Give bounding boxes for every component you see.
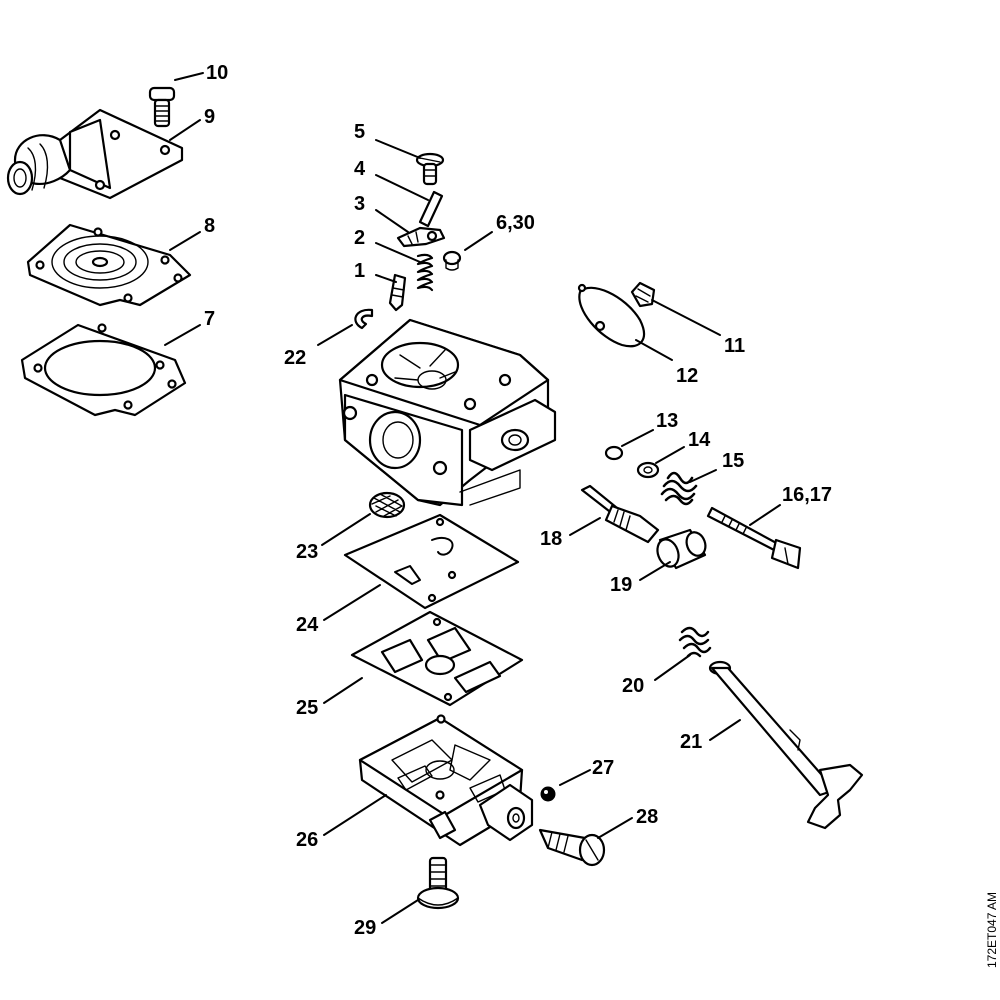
part-3-lever[interactable]: [396, 226, 446, 248]
callout-4: 4: [354, 158, 366, 180]
callout-6-30: 6,30: [496, 212, 535, 234]
callout-23: 23: [296, 541, 318, 563]
callout-5: 5: [354, 121, 365, 143]
callout-21: 21: [680, 731, 702, 753]
carburetor-body[interactable]: [338, 318, 557, 507]
callout-12: 12: [676, 365, 698, 387]
part-18-needle[interactable]: [580, 484, 660, 544]
part-19-sleeve[interactable]: [654, 528, 709, 570]
callout-11: 11: [724, 335, 745, 357]
part-15-spring[interactable]: [660, 471, 698, 506]
part-21-throttle-shaft[interactable]: [708, 660, 864, 830]
drawing-code: 172ET047 AM: [985, 892, 999, 968]
part-11-screw[interactable]: [630, 281, 656, 308]
callout-22: 22: [284, 347, 306, 369]
callout-18: 18: [540, 528, 562, 550]
callout-28: 28: [636, 806, 658, 828]
part-7-gasket[interactable]: [20, 323, 187, 417]
part-26-pump-cover[interactable]: [358, 714, 534, 847]
callout-16-17: 16,17: [782, 484, 832, 506]
callouts: 10 9 8 7 5 4 3 2 1 6,30 22 11 12 13 14 1…: [204, 62, 832, 939]
part-5-screw[interactable]: [415, 152, 445, 186]
callout-14: 14: [688, 429, 711, 451]
part-13-o-ring[interactable]: [604, 445, 624, 461]
part-4-pin[interactable]: [418, 190, 444, 228]
callout-3: 3: [354, 193, 365, 215]
callout-8: 8: [204, 215, 215, 237]
callout-20: 20: [622, 675, 644, 697]
callout-19: 19: [610, 574, 632, 596]
callout-13: 13: [656, 410, 678, 432]
part-8-diaphragm[interactable]: [26, 223, 192, 307]
callout-15: 15: [722, 450, 744, 472]
callout-2: 2: [354, 227, 365, 249]
callout-10: 10: [206, 62, 228, 84]
part-25-gasket[interactable]: [350, 610, 524, 707]
callout-9: 9: [204, 106, 215, 128]
part-28-screw[interactable]: [538, 828, 606, 867]
part-22-circlip[interactable]: [354, 308, 374, 330]
part-1-inlet-needle[interactable]: [388, 273, 407, 312]
callout-27: 27: [592, 757, 614, 779]
part-24-diaphragm[interactable]: [343, 513, 520, 610]
callout-29: 29: [354, 917, 376, 939]
callout-25: 25: [296, 697, 318, 719]
callout-1: 1: [354, 260, 365, 282]
part-29-screw[interactable]: [416, 856, 460, 910]
part-14-washer[interactable]: [636, 461, 660, 479]
part-16-17-adjusting-screw[interactable]: [706, 506, 802, 570]
part-23-strainer[interactable]: [368, 491, 406, 519]
callout-26: 26: [296, 829, 318, 851]
part-10-screw[interactable]: [148, 86, 176, 128]
part-20-spring[interactable]: [678, 626, 712, 658]
callout-7: 7: [204, 308, 215, 330]
part-6-30-plug[interactable]: [442, 250, 462, 271]
part-2-spring[interactable]: [416, 253, 434, 292]
leader-lines: [164, 72, 781, 924]
part-27-ball[interactable]: [540, 786, 556, 802]
callout-24: 24: [296, 614, 319, 636]
part-12-shutter[interactable]: [577, 283, 646, 348]
part-9-intake-elbow[interactable]: [6, 108, 184, 200]
